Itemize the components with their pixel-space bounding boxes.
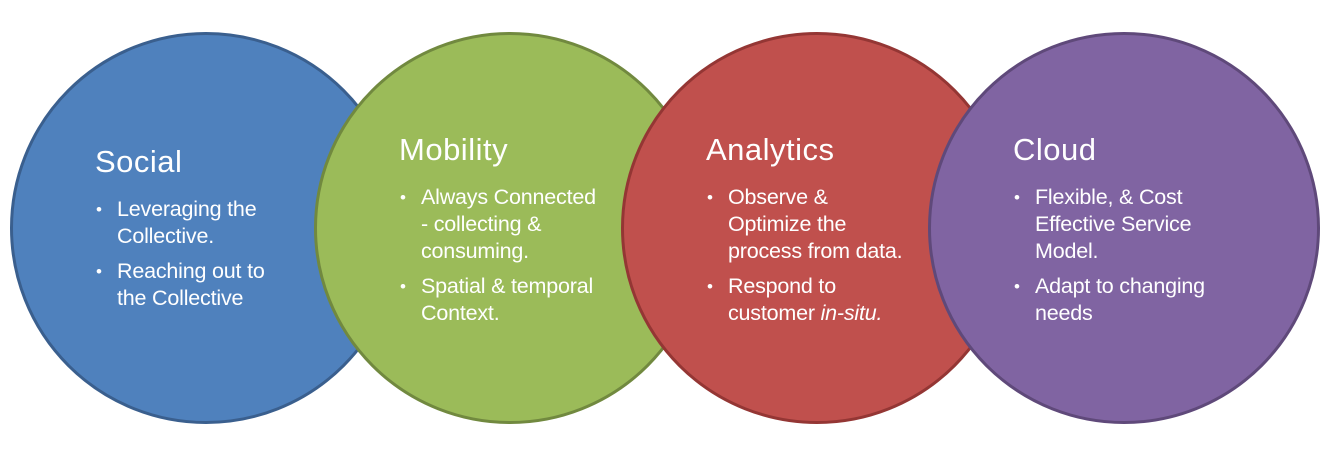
bullet-text: Spatial & temporal Context. xyxy=(421,273,647,327)
bullet-text: Observe & Optimize the process from data… xyxy=(728,184,954,265)
circle-mobility: Mobility • Always Connected - collecting… xyxy=(314,32,706,424)
bullet-text: Leveraging the Collective. xyxy=(117,196,343,250)
circle-title: Social xyxy=(95,144,183,179)
bullet-line: Flexible, & Cost xyxy=(1035,185,1183,209)
bullet-dot-icon: • xyxy=(96,200,102,219)
bullet-item: • Observe & Optimize the process from da… xyxy=(704,184,954,265)
bullet-line: - collecting & xyxy=(421,212,542,236)
bullet-line: Observe & xyxy=(728,185,828,209)
bullet-dot-icon: • xyxy=(707,277,713,296)
bullet-text: Adapt to changing needs xyxy=(1035,273,1261,327)
bullet-text: Always Connected - collecting & consumin… xyxy=(421,184,647,265)
bullet-line: Effective Service xyxy=(1035,212,1192,236)
bullet-item: • Reaching out to the Collective xyxy=(93,258,343,312)
bullet-item: • Flexible, & Cost Effective Service Mod… xyxy=(1011,184,1261,265)
bullet-item: • Adapt to changing needs xyxy=(1011,273,1261,327)
circle-cloud-content: Cloud • Flexible, & Cost Effective Servi… xyxy=(1011,131,1261,335)
bullet-item: • Always Connected - collecting & consum… xyxy=(397,184,647,265)
bullet-line: Respond to xyxy=(728,274,836,298)
circle-cloud: Cloud • Flexible, & Cost Effective Servi… xyxy=(928,32,1320,424)
bullet-item: • Spatial & temporal Context. xyxy=(397,273,647,327)
bullet-line: Collective. xyxy=(117,224,214,248)
bullet-item: • Respond to customer in-situ. xyxy=(704,273,954,327)
bullet-text: Respond to customer in-situ. xyxy=(728,273,954,327)
bullet-line-normal-part: customer xyxy=(728,301,821,325)
bullet-dot-icon: • xyxy=(400,188,406,207)
bullet-line: Always Connected xyxy=(421,185,596,209)
bullet-text: Reaching out to the Collective xyxy=(117,258,343,312)
bullet-line: Adapt to changing xyxy=(1035,274,1205,298)
bullet-line-with-italic: customer in-situ. xyxy=(728,300,954,327)
bullet-line-italic-part: in-situ. xyxy=(820,301,883,325)
bullet-dot-icon: • xyxy=(1014,188,1020,207)
bullet-line: Optimize the xyxy=(728,212,847,236)
bullet-dot-icon: • xyxy=(400,277,406,296)
bullet-item: • Leveraging the Collective. xyxy=(93,196,343,250)
bullet-line: Context. xyxy=(421,301,500,325)
bullet-line: the Collective xyxy=(117,286,244,310)
circle-title: Cloud xyxy=(1013,132,1097,167)
circle-title: Analytics xyxy=(706,132,835,167)
bullet-line: Spatial & temporal xyxy=(421,274,594,298)
bullet-line: Reaching out to xyxy=(117,259,265,283)
bullet-line: consuming. xyxy=(421,239,529,263)
circle-mobility-content: Mobility • Always Connected - collecting… xyxy=(397,131,647,335)
circle-title: Mobility xyxy=(399,132,509,167)
bullet-dot-icon: • xyxy=(1014,277,1020,296)
bullet-dot-icon: • xyxy=(96,262,102,281)
circle-analytics-content: Analytics • Observe & Optimize the proce… xyxy=(704,131,954,335)
bullet-line: process from data. xyxy=(728,239,903,263)
bullet-text: Flexible, & Cost Effective Service Model… xyxy=(1035,184,1261,265)
bullet-line: Model. xyxy=(1035,239,1099,263)
bullet-line: Leveraging the xyxy=(117,197,257,221)
circle-social-content: Social • Leveraging the Collective. • Re… xyxy=(93,143,343,320)
bullet-dot-icon: • xyxy=(707,188,713,207)
bullet-line: needs xyxy=(1035,301,1093,325)
